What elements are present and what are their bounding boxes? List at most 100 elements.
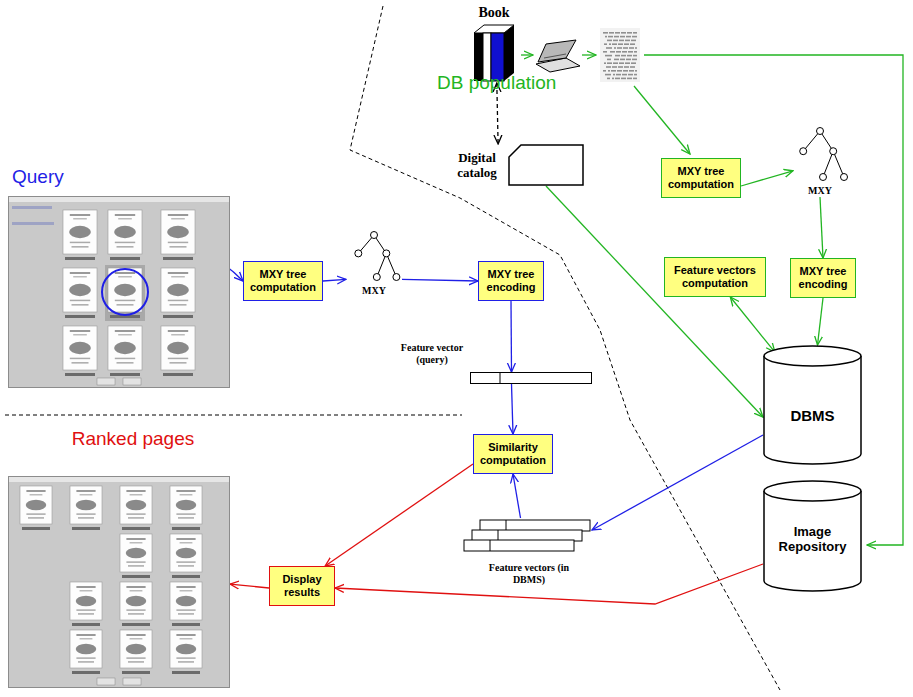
graphic-part xyxy=(625,62,630,64)
card-outline xyxy=(508,144,584,186)
graphic-part xyxy=(168,272,188,274)
graphic-part xyxy=(115,300,135,302)
node-label: DBMS xyxy=(763,345,862,424)
graphic-part xyxy=(604,62,606,64)
process-box: MXY tree encoding xyxy=(790,258,856,298)
graphic-part xyxy=(126,513,145,515)
graphic-part xyxy=(115,272,135,274)
graphic-part xyxy=(628,74,633,76)
graphic-part xyxy=(163,257,193,260)
graphic-part xyxy=(126,538,145,540)
graphic-part xyxy=(607,62,612,64)
graphic-part xyxy=(76,513,95,515)
graphic-part xyxy=(70,582,102,620)
graphic-part xyxy=(72,246,89,248)
book-icon: Book xyxy=(468,4,520,83)
graphic-part xyxy=(22,527,50,530)
graphic-part xyxy=(70,242,90,244)
graphic-part xyxy=(72,527,100,530)
tree-icon: MXY xyxy=(346,230,402,297)
graphic-part xyxy=(126,561,145,563)
graphic-part xyxy=(170,304,187,306)
graphic-part xyxy=(76,500,96,511)
graphic-part xyxy=(72,623,100,626)
flow-connector xyxy=(592,435,763,530)
graphic-part xyxy=(163,373,193,376)
graphic-part xyxy=(180,494,193,496)
graphic-part xyxy=(506,520,507,531)
divider-dashed xyxy=(5,415,462,416)
process-box: MXY tree computation xyxy=(661,158,741,198)
graphic-part xyxy=(168,242,188,244)
graphic-part xyxy=(614,59,619,61)
graphic-part xyxy=(621,32,626,34)
graphic-part xyxy=(117,362,134,364)
graphic-part xyxy=(471,373,592,384)
graphic-part xyxy=(9,197,230,388)
graphic-part xyxy=(607,59,611,61)
scanner-icon xyxy=(536,40,580,72)
graphic-part xyxy=(70,358,90,360)
graphic-part xyxy=(607,78,610,80)
graphic-part xyxy=(176,500,196,511)
flow-connector xyxy=(513,474,521,518)
flow-connector xyxy=(325,464,473,566)
flow-connector xyxy=(512,384,514,434)
flow-connector xyxy=(323,279,346,281)
graphic-part xyxy=(620,59,625,61)
process-box: Display results xyxy=(269,566,335,606)
graphic-part xyxy=(627,32,632,34)
graphic-part xyxy=(623,70,628,72)
graphic-part xyxy=(108,268,142,312)
graphic-part xyxy=(820,174,827,181)
graphic-part xyxy=(120,630,152,668)
flow-arrow xyxy=(634,86,690,154)
graphic-part xyxy=(115,242,135,244)
graphic-part xyxy=(620,36,625,38)
graphic-part xyxy=(626,59,631,61)
graphic-part xyxy=(115,214,135,216)
node-label: MXY tree computation xyxy=(667,165,735,191)
graphic-part xyxy=(631,62,636,64)
graphic-part xyxy=(830,148,837,155)
graphic-part xyxy=(612,43,617,45)
graphic-part xyxy=(114,342,136,354)
graphic-part xyxy=(76,657,95,659)
graphic-part xyxy=(70,330,90,332)
tree-graphic xyxy=(790,126,850,182)
graphic-part xyxy=(612,78,614,80)
node-label: Feature vectors computation xyxy=(670,264,760,290)
database-cylinder: DBMS xyxy=(763,345,862,465)
graphic-part xyxy=(72,362,89,364)
flow-connector xyxy=(730,297,775,352)
section-label-wrap: DB population xyxy=(437,72,556,94)
graphic-part xyxy=(69,226,91,238)
graphic-part xyxy=(178,613,194,615)
query-screenshot: Query xyxy=(8,166,230,388)
graphic-part xyxy=(627,78,632,80)
graphic-part xyxy=(613,74,615,76)
graphic-part xyxy=(176,657,195,659)
graphic-part xyxy=(126,609,145,611)
graphic-part xyxy=(9,197,229,202)
graphic-part xyxy=(126,490,145,492)
graphic-part xyxy=(73,334,87,336)
feature-vector: Feature vector (query) xyxy=(390,342,594,386)
graphic-part xyxy=(764,481,861,501)
graphic-part xyxy=(73,218,87,220)
process-box: MXY tree encoding xyxy=(478,261,544,301)
flow-arrow xyxy=(521,54,533,55)
graphic-part xyxy=(614,36,619,38)
graphic-part xyxy=(611,70,616,72)
graphic-part xyxy=(120,486,152,524)
graphic-part xyxy=(65,373,95,376)
graphic-part xyxy=(130,542,143,544)
graphic-part xyxy=(630,66,635,68)
graphic-part xyxy=(76,490,95,492)
node-label: MXY tree encoding xyxy=(484,268,538,294)
graphic-part xyxy=(634,51,637,53)
screenshot-image xyxy=(8,196,230,388)
graphic-part xyxy=(163,315,193,318)
graphic-part xyxy=(617,47,622,49)
graphic-part xyxy=(172,575,200,578)
